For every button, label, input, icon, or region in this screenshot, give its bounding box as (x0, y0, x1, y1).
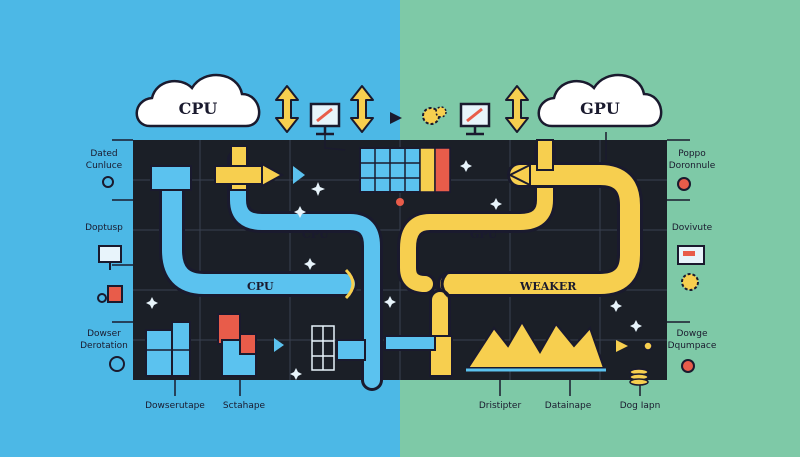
gear-icon (422, 106, 447, 125)
bottom-label-4: Datainape (545, 401, 592, 411)
grid-block-icon (311, 325, 366, 371)
bar-blocks-left (145, 313, 257, 377)
pipe-valve (214, 165, 268, 185)
monitor-icon (98, 245, 122, 263)
cpu-cloud-label: CPU (179, 99, 218, 118)
double-arrow-icon (505, 85, 529, 133)
cpu-pipe (159, 149, 383, 391)
weaker-label: WEAKER (519, 280, 577, 293)
pipe-valve (536, 139, 554, 171)
node-icon (681, 359, 695, 373)
cpu-block (150, 165, 192, 191)
flow-arrow-icon (293, 166, 305, 184)
gpu-cloud-label: GPU (580, 99, 620, 118)
node-icon (102, 176, 114, 188)
side-icons-left (97, 176, 125, 372)
side-label-left-top-2: Cunluce (86, 161, 123, 171)
monitor-screen (683, 251, 695, 256)
flow-arrow-icon (507, 163, 531, 187)
sparkle-icons (146, 160, 642, 380)
database-icon (107, 285, 123, 303)
bottom-label-5: Dog Iapn (620, 401, 661, 411)
cpu-upper-label: CPU (302, 228, 329, 241)
connector-lines (112, 132, 690, 396)
double-arrow-icons (275, 85, 529, 133)
junction-bar (384, 335, 436, 351)
bottom-label-2: Sctahape (223, 401, 266, 411)
flow-arrow-icon (274, 338, 284, 352)
side-label-left-top-1: Dated (90, 149, 117, 159)
side-label-right-top-2: Doronnule (669, 161, 716, 171)
side-label-right-top-1: Poppo (678, 149, 706, 159)
side-label-right-bottom-1: Dowge (676, 329, 708, 339)
side-label-left-bottom-2: Derotation (80, 341, 128, 351)
memory-block (359, 147, 451, 193)
side-icons-right (629, 177, 705, 386)
node-icon (677, 177, 691, 191)
gear-icon (97, 293, 107, 303)
gear-icon (681, 273, 699, 291)
node-icon (643, 341, 653, 351)
play-arrow-icon (390, 112, 402, 124)
double-arrow-icon (350, 85, 374, 133)
cpu-lower-label: CPU (247, 280, 274, 293)
gpu-pipe (397, 139, 643, 361)
pipe-joint (344, 268, 355, 300)
flow-arrow-icon (616, 340, 628, 352)
cpu-cloud (135, 73, 261, 128)
side-label-left-mid: Doptusp (85, 223, 123, 233)
monitor-icon-right (459, 102, 491, 136)
node-icon (109, 356, 125, 372)
gpu-cloud (537, 73, 663, 128)
bottom-label-1: Dowserutape (145, 401, 205, 411)
side-label-right-bottom-2: Dqumpace (668, 341, 717, 351)
monitor-icon-left (309, 102, 346, 151)
gear-icon (396, 198, 404, 206)
flow-arrow-icon (261, 162, 285, 188)
side-label-left-bottom-1: Dowser (87, 329, 121, 339)
double-arrow-icon (275, 85, 299, 133)
pipe-joint (440, 270, 450, 298)
gpu-upper-label: GPU (470, 228, 498, 241)
coin-stack-icon (629, 368, 649, 386)
bottom-label-3: Dristipter (479, 401, 522, 411)
side-label-right-mid: Dovivute (672, 223, 713, 233)
mountain-graphic (466, 320, 606, 372)
